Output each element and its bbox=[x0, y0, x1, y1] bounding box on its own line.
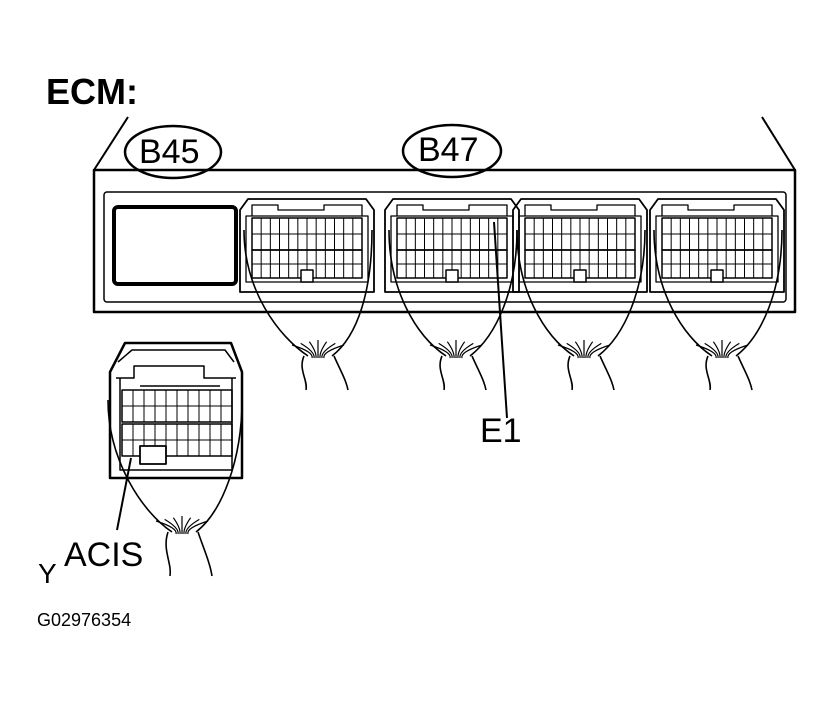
key-notch bbox=[139, 445, 167, 465]
b45-connector-label: B45 bbox=[139, 133, 200, 171]
ecm-connector-block bbox=[384, 198, 520, 293]
harness-1 bbox=[243, 229, 373, 391]
ecm-connector-blocks bbox=[239, 198, 785, 293]
acis-leader-line bbox=[116, 457, 132, 531]
e1-terminal-label: E1 bbox=[480, 412, 522, 450]
b47-oval bbox=[401, 123, 503, 179]
harness-2 bbox=[388, 229, 518, 391]
harness-4 bbox=[653, 229, 783, 391]
b47-connector-label: B47 bbox=[418, 131, 479, 169]
terminal-grid-upper bbox=[396, 217, 508, 251]
wire-harnesses bbox=[107, 229, 783, 577]
figure-code: G02976354 bbox=[37, 610, 132, 630]
corner-mark: Y bbox=[38, 558, 57, 589]
e1-leader-line bbox=[493, 221, 508, 419]
terminal-grid-lower bbox=[661, 249, 773, 279]
acis-terminal-label: ACIS bbox=[64, 536, 144, 574]
harness-3 bbox=[516, 229, 646, 391]
terminal-grid-upper bbox=[661, 217, 773, 251]
b45-oval bbox=[123, 124, 223, 180]
terminal-grid-upper bbox=[251, 217, 363, 251]
loose-connector bbox=[108, 341, 244, 480]
ecm-housing bbox=[92, 116, 797, 314]
ecm-connector-block bbox=[239, 198, 375, 293]
harness-loose bbox=[107, 399, 243, 577]
ecm-connector-block bbox=[649, 198, 785, 293]
ecm-connector-block bbox=[512, 198, 648, 293]
ecm-title: ECM: bbox=[46, 71, 138, 112]
terminal-grid-lower bbox=[121, 423, 233, 457]
terminal-grid-upper bbox=[121, 389, 233, 423]
terminal-grid-upper bbox=[524, 217, 636, 251]
loose-connector-terminal-grid bbox=[121, 389, 233, 465]
